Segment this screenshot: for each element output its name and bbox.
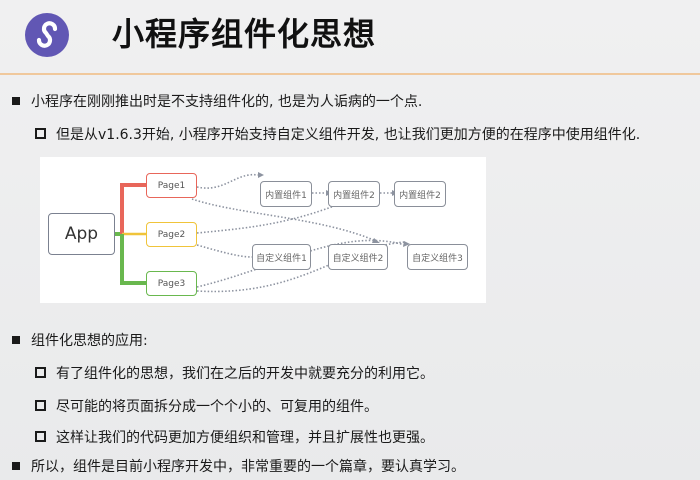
- custom-component-node: 自定义组件2: [328, 244, 388, 270]
- page3-node: Page3: [146, 271, 197, 296]
- sub-bullet-2-1: 有了组件化的思想，我们在之后的开发中就要充分的利用它。: [35, 364, 434, 384]
- bullet-3: 所以，组件是目前小程序开发中，非常重要的一个篇章，要认真学习。: [12, 457, 465, 477]
- bullet-text: 这样让我们的代码更加方便组织和管理，并且扩展性也更强。: [56, 430, 434, 446]
- builtin-component-node: 内置组件2: [394, 181, 446, 207]
- app-node: App: [48, 213, 115, 255]
- hollow-square-bullet-icon: [35, 367, 46, 378]
- bullet-2: 组件化思想的应用:: [12, 331, 148, 351]
- header-divider: [0, 73, 700, 75]
- filled-square-bullet-icon: [12, 97, 20, 105]
- bullet-1: 小程序在刚刚推出时是不支持组件化的, 也是为人诟病的一个点.: [12, 92, 422, 112]
- hollow-square-bullet-icon: [35, 128, 46, 139]
- sub-bullet-2-2: 尽可能的将页面拆分成一个个小的、可复用的组件。: [35, 397, 378, 417]
- page1-node: Page1: [146, 173, 197, 198]
- builtin-component-node: 内置组件1: [260, 181, 312, 207]
- builtin-component-node: 内置组件2: [328, 181, 380, 207]
- bullet-text: 所以，组件是目前小程序开发中，非常重要的一个篇章，要认真学习。: [31, 459, 465, 475]
- bullet-text: 有了组件化的思想，我们在之后的开发中就要充分的利用它。: [56, 366, 434, 382]
- component-diagram: App Page1 Page2 Page3 内置组件1 内置组件2 内置组件2 …: [40, 157, 486, 303]
- hollow-square-bullet-icon: [35, 431, 46, 442]
- page2-node: Page2: [146, 222, 197, 247]
- mini-program-logo-icon: [25, 13, 69, 57]
- sub-bullet-2-3: 这样让我们的代码更加方便组织和管理，并且扩展性也更强。: [35, 428, 434, 448]
- sub-bullet-1-1: 但是从v1.6.3开始, 小程序开始支持自定义组件开发, 也让我们更加方便的在程…: [35, 125, 640, 145]
- bullet-text: 小程序在刚刚推出时是不支持组件化的, 也是为人诟病的一个点.: [31, 94, 423, 110]
- filled-square-bullet-icon: [12, 462, 20, 470]
- hollow-square-bullet-icon: [35, 400, 46, 411]
- page-title: 小程序组件化思想: [112, 15, 377, 53]
- custom-component-node: 自定义组件1: [252, 244, 311, 270]
- custom-component-node: 自定义组件3: [407, 244, 468, 270]
- bullet-text: 但是从v1.6.3开始, 小程序开始支持自定义组件开发, 也让我们更加方便的在程…: [56, 127, 641, 143]
- bullet-text: 尽可能的将页面拆分成一个个小的、可复用的组件。: [56, 399, 378, 415]
- filled-square-bullet-icon: [12, 336, 20, 344]
- bullet-text: 组件化思想的应用:: [31, 333, 148, 349]
